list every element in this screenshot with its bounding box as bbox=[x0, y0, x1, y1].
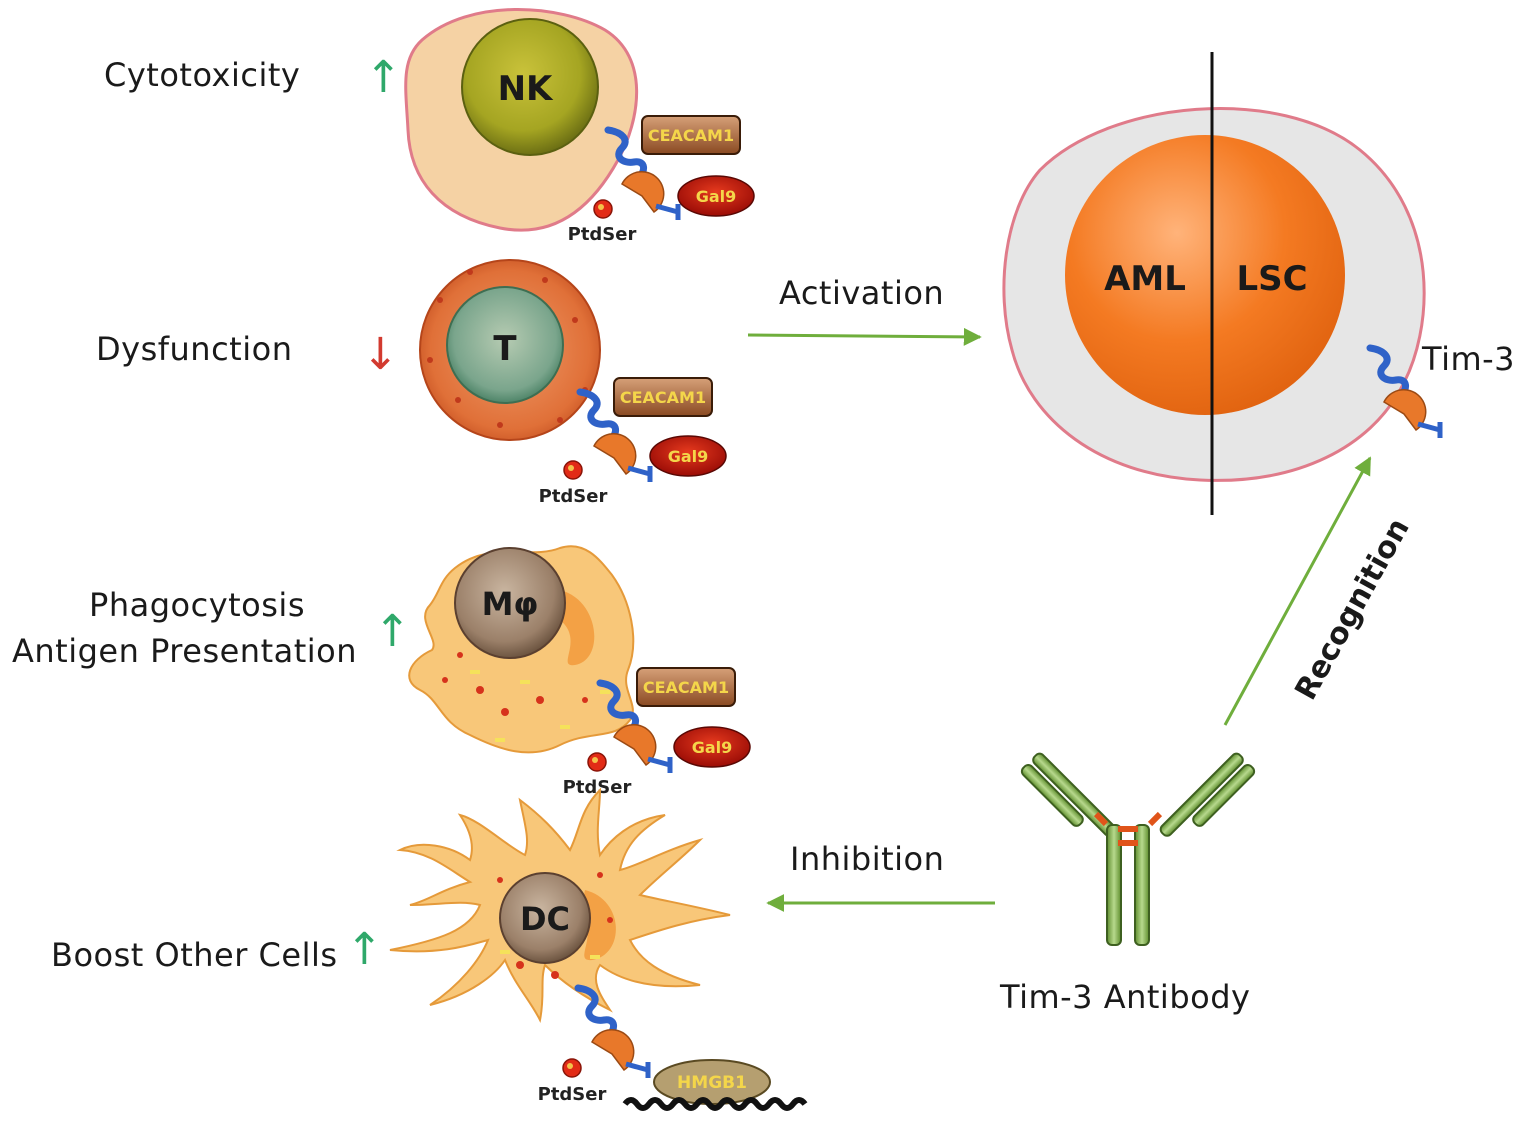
dysfunction-label: Dysfunction bbox=[96, 330, 293, 368]
macrophage-granule-mass bbox=[560, 590, 595, 666]
t-ceacam1: CEACAM1 bbox=[613, 377, 713, 417]
target-cell: AML LSC bbox=[1002, 52, 1426, 515]
nk-gal9: Gal9 bbox=[677, 175, 755, 217]
phagocytosis-label: Phagocytosis bbox=[89, 586, 305, 624]
dc-ptdser-icon bbox=[562, 1058, 582, 1078]
activation-label: Activation bbox=[779, 274, 945, 312]
dc-ptdser-label: PtdSer bbox=[538, 1084, 607, 1105]
svg-text:Gal9: Gal9 bbox=[692, 738, 733, 757]
nk-nucleus bbox=[461, 18, 599, 156]
dysfunction-down-arrow: ↓ bbox=[362, 329, 399, 380]
svg-text:Gal9: Gal9 bbox=[668, 447, 709, 466]
antigen-presentation-label: Antigen Presentation bbox=[12, 632, 358, 670]
macrophage-ptdser-icon bbox=[587, 752, 607, 772]
cytotoxicity-label: Cytotoxicity bbox=[104, 56, 301, 94]
lsc-label: LSC bbox=[1236, 259, 1307, 299]
svg-text:CEACAM1: CEACAM1 bbox=[648, 126, 734, 145]
t-gal9: Gal9 bbox=[649, 435, 727, 477]
nk-ptdser-icon bbox=[593, 199, 613, 219]
boost-other-cells-label: Boost Other Cells bbox=[51, 936, 338, 974]
recognition-label: Recognition bbox=[1288, 513, 1416, 706]
cytotoxicity-up-arrow: ↑ bbox=[365, 52, 402, 103]
t-ptdser-label: PtdSer bbox=[539, 486, 608, 507]
nk-ptdser-label: PtdSer bbox=[568, 224, 637, 245]
svg-text:CEACAM1: CEACAM1 bbox=[643, 678, 729, 697]
recognition-arrow bbox=[1223, 456, 1372, 726]
t-ptdser-icon bbox=[563, 460, 583, 480]
macrophage-gal9: Gal9 bbox=[673, 726, 751, 768]
macrophage-up-arrow: ↑ bbox=[374, 606, 411, 657]
nk-ceacam1: CEACAM1 bbox=[641, 115, 741, 155]
aml-label: AML bbox=[1104, 259, 1186, 299]
t-cell: T bbox=[419, 259, 601, 441]
svg-text:CEACAM1: CEACAM1 bbox=[620, 388, 706, 407]
dc-hmgb1: HMGB1 bbox=[653, 1059, 771, 1105]
tim3-antibody-label: Tim-3 Antibody bbox=[1000, 978, 1251, 1016]
macrophage-ceacam1: CEACAM1 bbox=[636, 667, 736, 707]
nk-cell: NK bbox=[404, 8, 639, 232]
dendritic-cell: DC bbox=[389, 787, 731, 1024]
svg-text:HMGB1: HMGB1 bbox=[677, 1073, 747, 1093]
nk-cell-label: NK bbox=[498, 69, 554, 109]
dc-dna-strand bbox=[622, 1097, 808, 1111]
tim3-label: Tim-3 bbox=[1422, 340, 1516, 378]
macrophage-nucleus bbox=[454, 547, 566, 659]
dc-ligand-complex bbox=[578, 988, 648, 1078]
inhibition-label: Inhibition bbox=[790, 840, 945, 878]
tim3-antibody-icon bbox=[1020, 752, 1256, 946]
t-cell-label: T bbox=[493, 329, 517, 369]
dendritic-label: DC bbox=[520, 900, 570, 938]
macrophage-cell: Mφ bbox=[408, 545, 635, 754]
activation-arrow bbox=[747, 327, 982, 346]
svg-text:Gal9: Gal9 bbox=[696, 187, 737, 206]
boost-up-arrow: ↑ bbox=[346, 924, 383, 975]
macrophage-label: Mφ bbox=[482, 585, 539, 623]
t-nucleus bbox=[446, 286, 564, 404]
macrophage-ptdser-label: PtdSer bbox=[563, 777, 632, 798]
dendritic-nucleus bbox=[499, 872, 591, 964]
target-nucleus bbox=[1065, 135, 1345, 415]
